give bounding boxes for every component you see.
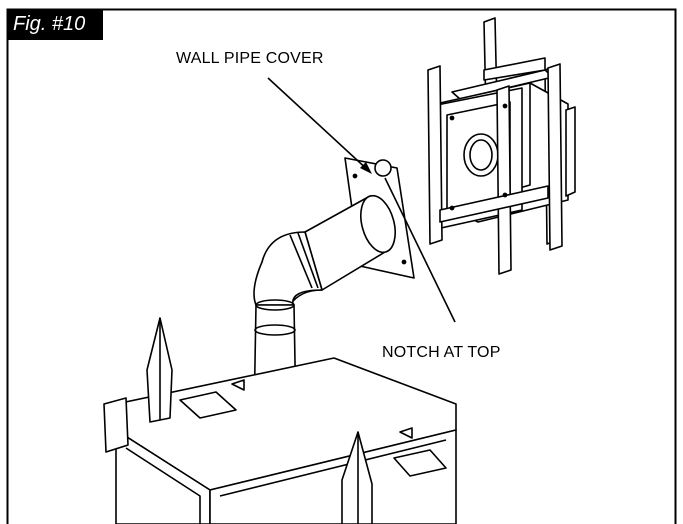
figure-border [6, 8, 677, 524]
leader-notch-at-top [384, 177, 456, 323]
figure-number-label: Fig. #10 [7, 9, 103, 40]
leader-wall-pipe-cover [267, 77, 371, 173]
leader-lines [267, 77, 456, 323]
wall-framing [427, 17, 576, 275]
callout-wall-pipe-cover: WALL PIPE COVER [176, 50, 324, 67]
callout-notch-at-top: NOTCH AT TOP [382, 344, 501, 361]
notch-circle [374, 159, 392, 177]
fireplace-unit [103, 317, 457, 524]
arrowhead-wall-pipe-cover [360, 162, 372, 174]
